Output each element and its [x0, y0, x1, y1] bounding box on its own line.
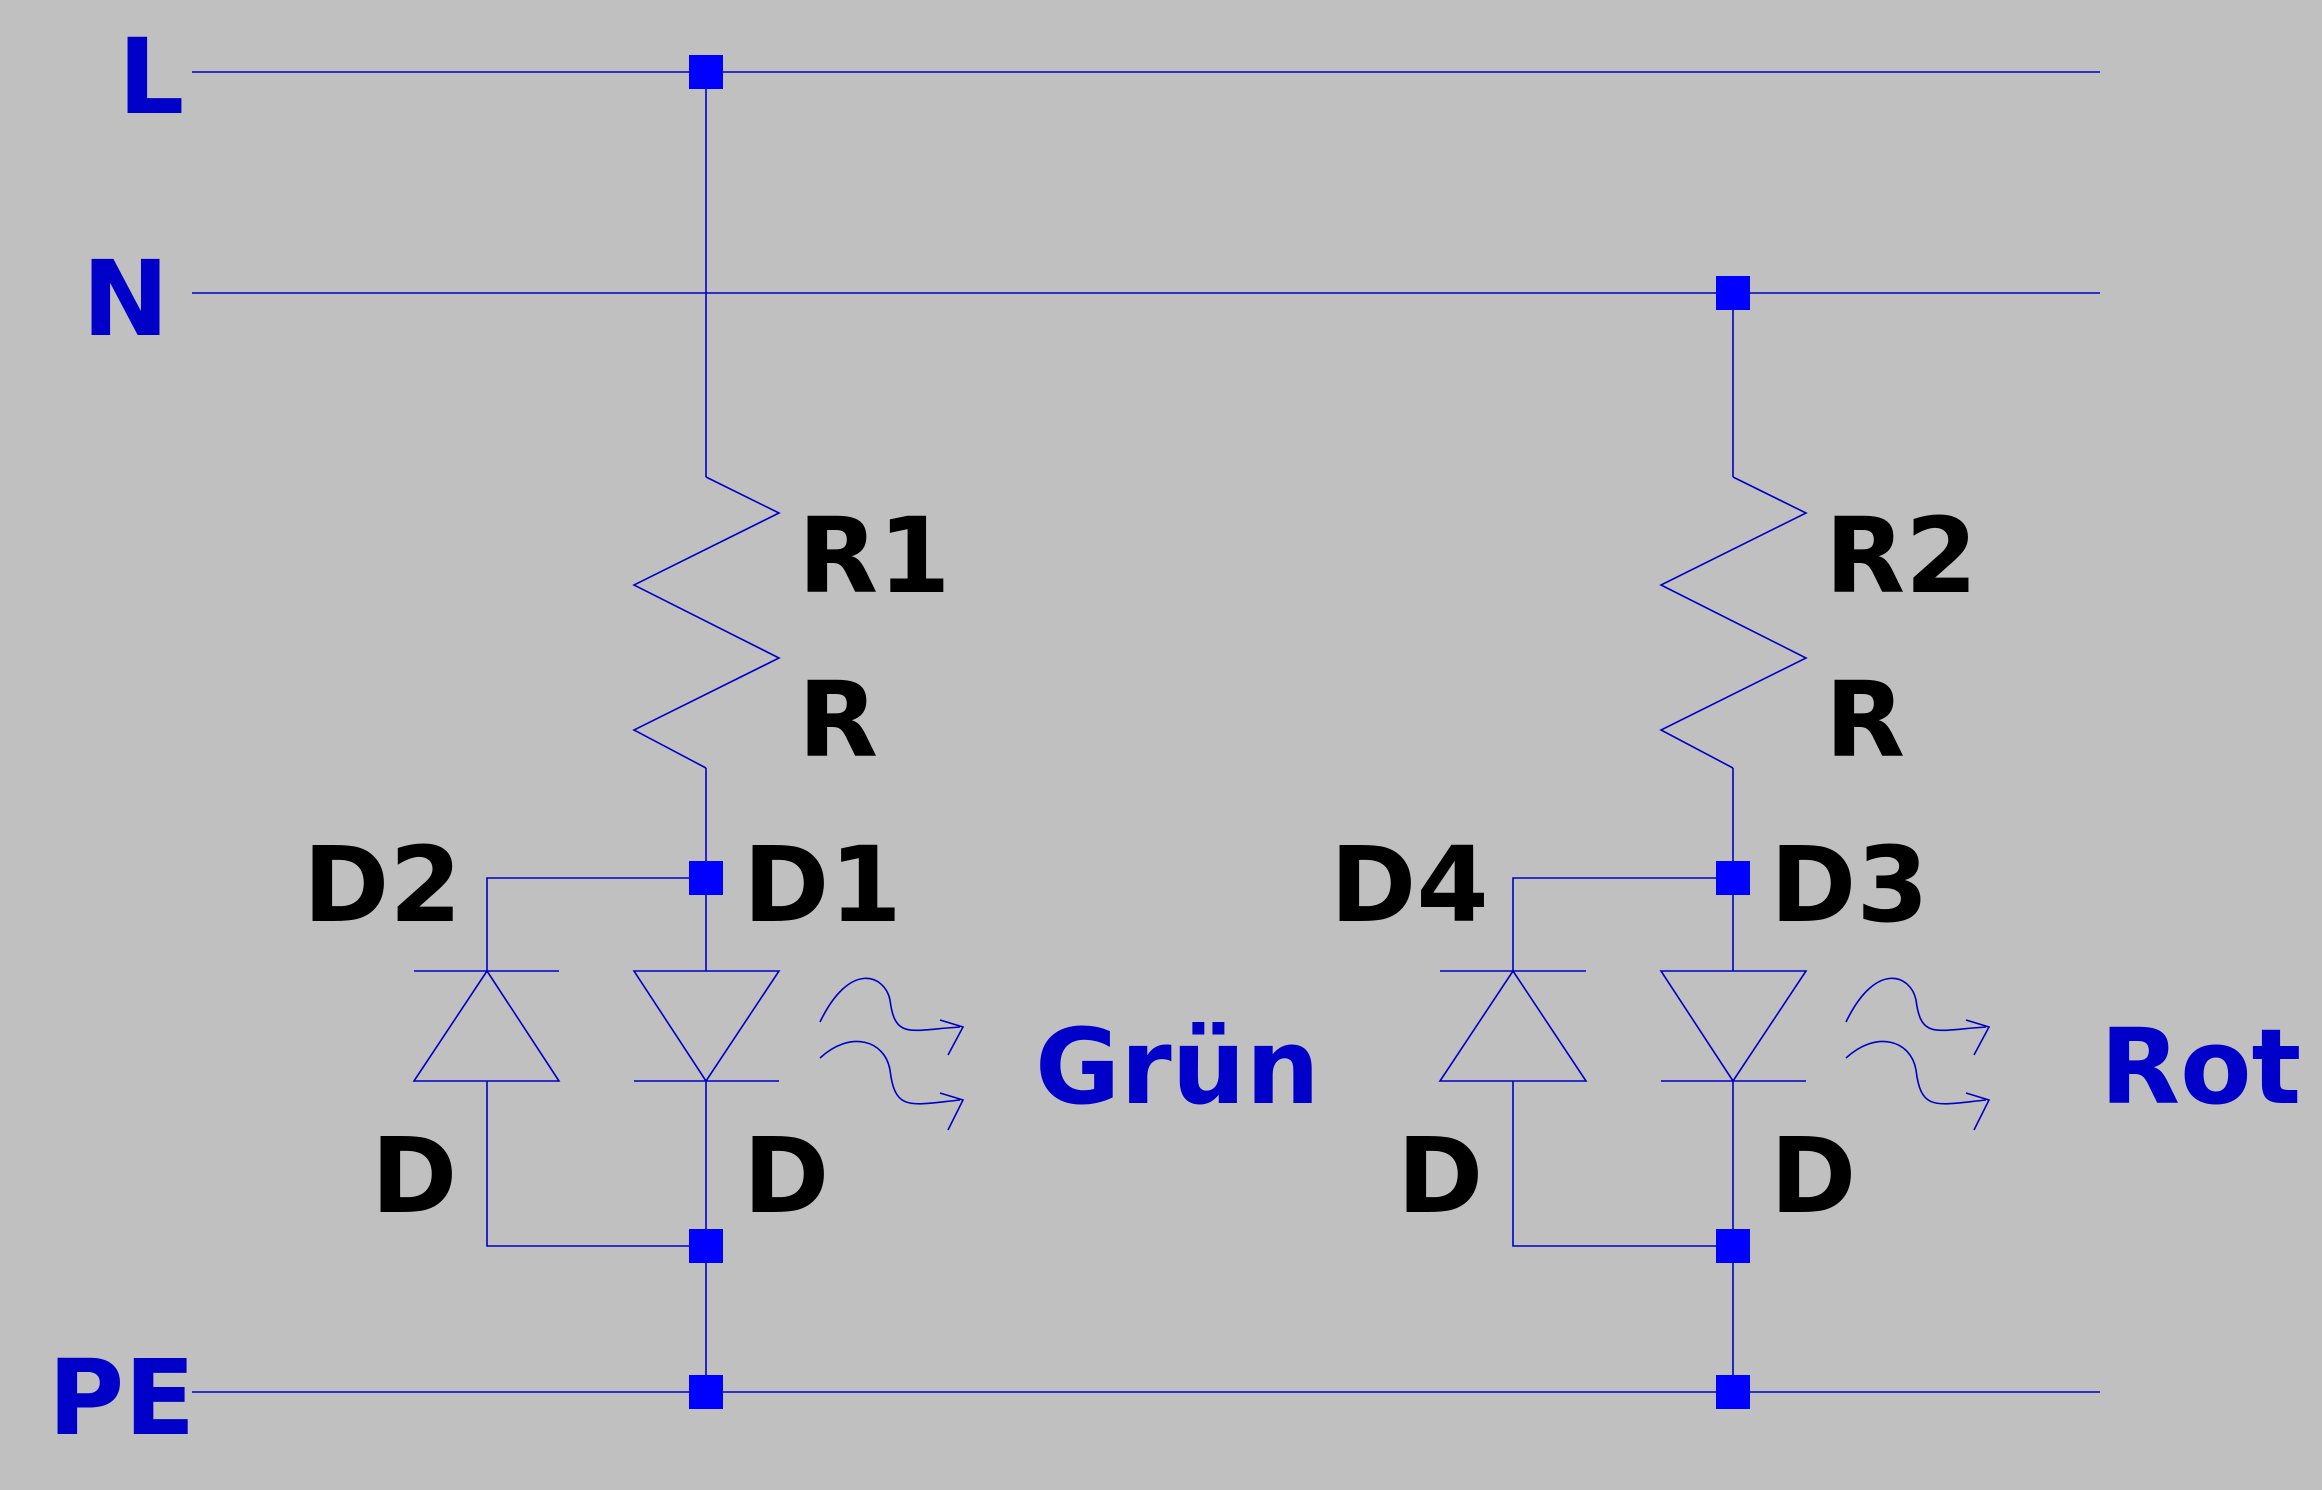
diode-d2[interactable]: [412, 969, 561, 1082]
diode-d4-name: D4: [1330, 824, 1489, 946]
resistor-r1[interactable]: [632, 476, 781, 769]
net-label-l: L: [118, 16, 184, 138]
led-d1-light-arrows: [819, 977, 965, 1131]
resistor-r2[interactable]: [1659, 476, 1808, 769]
net-label-n: N: [82, 238, 169, 360]
junction-right-top: [1716, 861, 1750, 895]
right-bottom-wire: [1512, 1081, 1733, 1247]
led-d1-value: D: [743, 1115, 829, 1237]
led-d3-name: D3: [1770, 824, 1929, 946]
led-d1[interactable]: [632, 970, 781, 1083]
junction-left-top: [689, 861, 723, 895]
resistor-r1-value: R: [798, 659, 878, 781]
junction-pe-left: [689, 1375, 723, 1409]
left-bottom-wire: [486, 1081, 706, 1247]
diode-d4[interactable]: [1438, 969, 1588, 1082]
junction-left-bottom: [689, 1229, 723, 1263]
net-label-pe: PE: [48, 1337, 195, 1459]
led-d3-value: D: [1770, 1115, 1856, 1237]
diode-d2-value: D: [371, 1115, 457, 1237]
led-d3[interactable]: [1659, 970, 1808, 1083]
diode-d2-name: D2: [303, 824, 462, 946]
junction-n-right: [1716, 276, 1750, 310]
junction-l-left: [689, 55, 723, 89]
resistor-r2-value: R: [1825, 659, 1905, 781]
junction-right-bottom: [1716, 1229, 1750, 1263]
left-top-wire: [486, 877, 706, 971]
junction-pe-right: [1716, 1375, 1750, 1409]
resistor-r2-name: R2: [1825, 495, 1977, 617]
resistor-r1-name: R1: [798, 495, 950, 617]
right-branch: R2 R D3 D D4 D Rot: [1330, 276, 2301, 1409]
led-color-label-green: Grün: [1035, 1006, 1320, 1128]
right-top-wire: [1512, 877, 1733, 971]
left-branch: R1 R D1 D D2 D Grün: [303, 55, 1320, 1409]
led-color-label-red: Rot: [2100, 1006, 2301, 1128]
led-d1-name: D1: [743, 824, 902, 946]
diode-d4-value: D: [1397, 1115, 1483, 1237]
led-d3-light-arrows: [1845, 977, 1991, 1131]
